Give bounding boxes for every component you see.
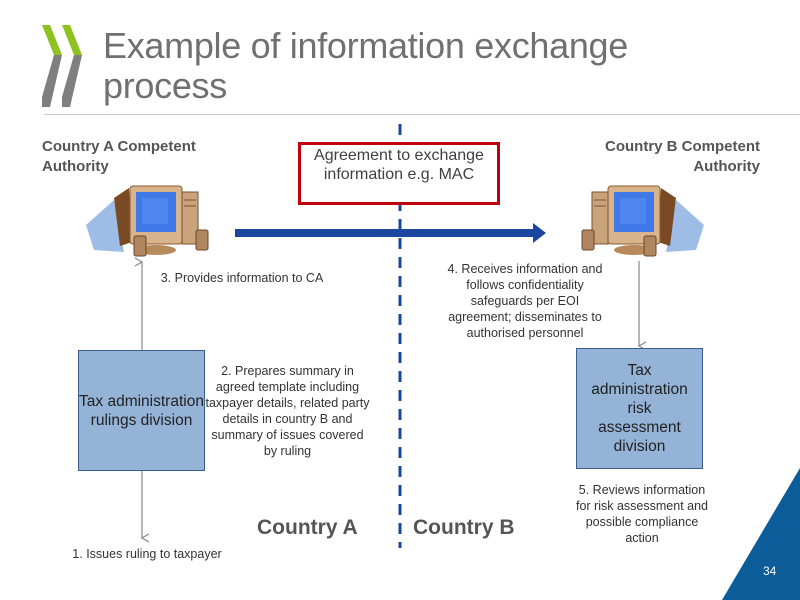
- country-a-competent-authority-label: Country A Competent Authority: [42, 138, 196, 175]
- country-a-label: Country A: [257, 516, 358, 539]
- country-b-competent-authority-label: Country B Competent Authority: [605, 138, 760, 175]
- step-4-text: 4. Receives information and follows conf…: [447, 262, 603, 340]
- step-2-text: 2. Prepares summary in agreed template i…: [205, 364, 370, 458]
- oecd-logo-icon: [42, 25, 82, 107]
- desktop-computer-icon: [86, 185, 209, 257]
- country-b-label: Country B: [413, 516, 515, 539]
- risk-assessment-division-box: Tax administration risk assessment divis…: [576, 348, 703, 469]
- title-divider: [44, 114, 800, 115]
- slide-title: Example of information exchange process: [103, 25, 629, 106]
- corner-decoration: [722, 468, 800, 600]
- page-number: 34: [763, 564, 777, 578]
- risk-assessment-division-label: Tax administration risk assessment divis…: [591, 362, 688, 455]
- step-5-text: 5. Reviews information for risk assessme…: [576, 483, 708, 545]
- step-1-text: 1. Issues ruling to taxpayer: [72, 547, 222, 561]
- agreement-box: Agreement to exchange information e.g. M…: [298, 142, 500, 205]
- rulings-division-label: Tax administration rulings division: [79, 392, 204, 429]
- step-3-text: 3. Provides information to CA: [160, 271, 324, 285]
- desktop-computer-icon: [581, 185, 704, 257]
- rulings-division-box: Tax administration rulings division: [78, 350, 205, 471]
- exchange-arrow: [235, 223, 546, 243]
